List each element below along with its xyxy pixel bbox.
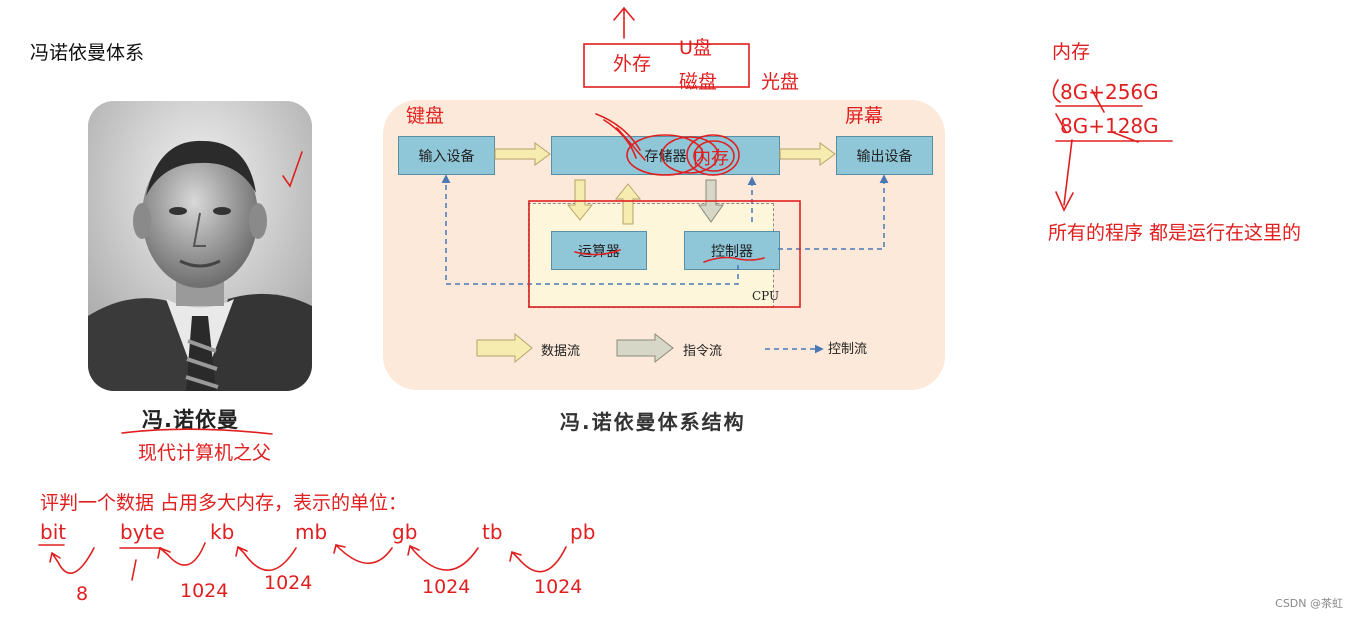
unit-pb: pb <box>570 520 596 544</box>
magnetic-disk-label: 磁盘 <box>679 71 718 93</box>
diagram-caption: 冯.诺依曼体系结构 <box>560 410 746 434</box>
control-unit-node: 控制器 <box>684 231 780 270</box>
spec2-underline <box>1055 131 1173 143</box>
memory-heading: 内存 <box>1052 41 1091 63</box>
memory-circle-1 <box>626 134 704 176</box>
screen-label: 屏幕 <box>845 105 884 127</box>
watermark: CSDN @茶虹 <box>1275 597 1343 610</box>
inner-memory-annotation: 内存 <box>693 148 729 169</box>
arrow-control-to-input <box>441 174 739 285</box>
arrow-input-to-memory <box>494 142 551 166</box>
curve-pb-tb <box>509 546 567 573</box>
units-question: 评判一个数据 占用多大内存，表示的单位： <box>40 492 408 514</box>
up-arrow <box>613 6 635 39</box>
factor-kb-mb: 1024 <box>264 572 313 594</box>
optical-disk-label: 光盘 <box>761 71 800 93</box>
legend-data-flow: 数据流 <box>541 344 581 359</box>
control-flow-arrows <box>441 174 889 354</box>
portrait-caption: 现代计算机之父 <box>138 442 272 464</box>
legend-data-arrow <box>476 332 533 364</box>
curve-kb-byte <box>157 542 206 566</box>
factor-mb-gb: 1024 <box>422 576 471 598</box>
curve-gb-mb <box>333 544 393 565</box>
red-marks <box>38 6 1173 581</box>
curve-mb-kb <box>235 545 297 572</box>
tick-byte <box>131 559 137 581</box>
memory-scribble <box>595 113 646 161</box>
unit-mb: mb <box>295 520 328 544</box>
unit-tb: tb <box>482 520 503 544</box>
usb-disk-label: U盘 <box>679 37 712 59</box>
arrow-alu-to-memory <box>614 183 642 225</box>
factor-gb-tb: 1024 <box>534 576 583 598</box>
arrow-control-to-output <box>778 174 889 250</box>
portrait-photo <box>88 101 312 391</box>
curve-tb-gb <box>407 544 479 571</box>
memory-spec-1: 8G+256G <box>1060 80 1159 104</box>
factor-byte-kb: 1024 <box>180 580 229 602</box>
external-storage-label: 外存 <box>613 53 652 75</box>
cpu-highlight-box <box>528 200 801 308</box>
memory-spec-2: 8G+128G <box>1060 114 1159 138</box>
portrait-name: 冯.诺依曼 <box>142 408 239 432</box>
external-storage-box <box>583 43 750 88</box>
input-device-node: 输入设备 <box>398 136 495 175</box>
memory-circle-4 <box>693 140 735 172</box>
memory-circle-2 <box>661 136 719 174</box>
keyboard-label: 键盘 <box>406 105 445 127</box>
spec-bracket <box>1052 79 1067 133</box>
legend-control-flow: 控制流 <box>828 342 868 357</box>
spec1-underline <box>1055 89 1143 113</box>
unit-kb: kb <box>210 520 235 544</box>
alu-underline <box>574 249 621 256</box>
unit-gb: gb <box>392 520 418 544</box>
name-underline <box>121 428 273 435</box>
memory-note: 所有的程序 都是运行在这里的 <box>1048 222 1302 244</box>
factor-bit-byte: 8 <box>76 583 89 605</box>
memory-down-arrow <box>1055 139 1074 212</box>
memory-node: 存储器 <box>551 136 780 175</box>
arrow-memory-to-output <box>779 142 836 166</box>
data-flow-arrows <box>476 142 836 364</box>
unit-underlines <box>38 544 162 549</box>
unit-bit: bit <box>40 520 67 544</box>
check-mark <box>282 151 303 188</box>
legend-instruction-flow: 指令流 <box>683 344 723 359</box>
curve-byte-bit <box>49 547 95 574</box>
alu-node: 运算器 <box>551 231 647 270</box>
cpu-label: CPU <box>752 289 780 303</box>
legend-instruction-arrow <box>616 332 674 364</box>
arrow-memory-to-alu <box>566 179 594 221</box>
control-underline <box>703 256 765 263</box>
page-title: 冯诺依曼体系 <box>30 42 145 64</box>
memory-circle-3 <box>686 134 740 176</box>
unit-byte: byte <box>120 520 165 544</box>
